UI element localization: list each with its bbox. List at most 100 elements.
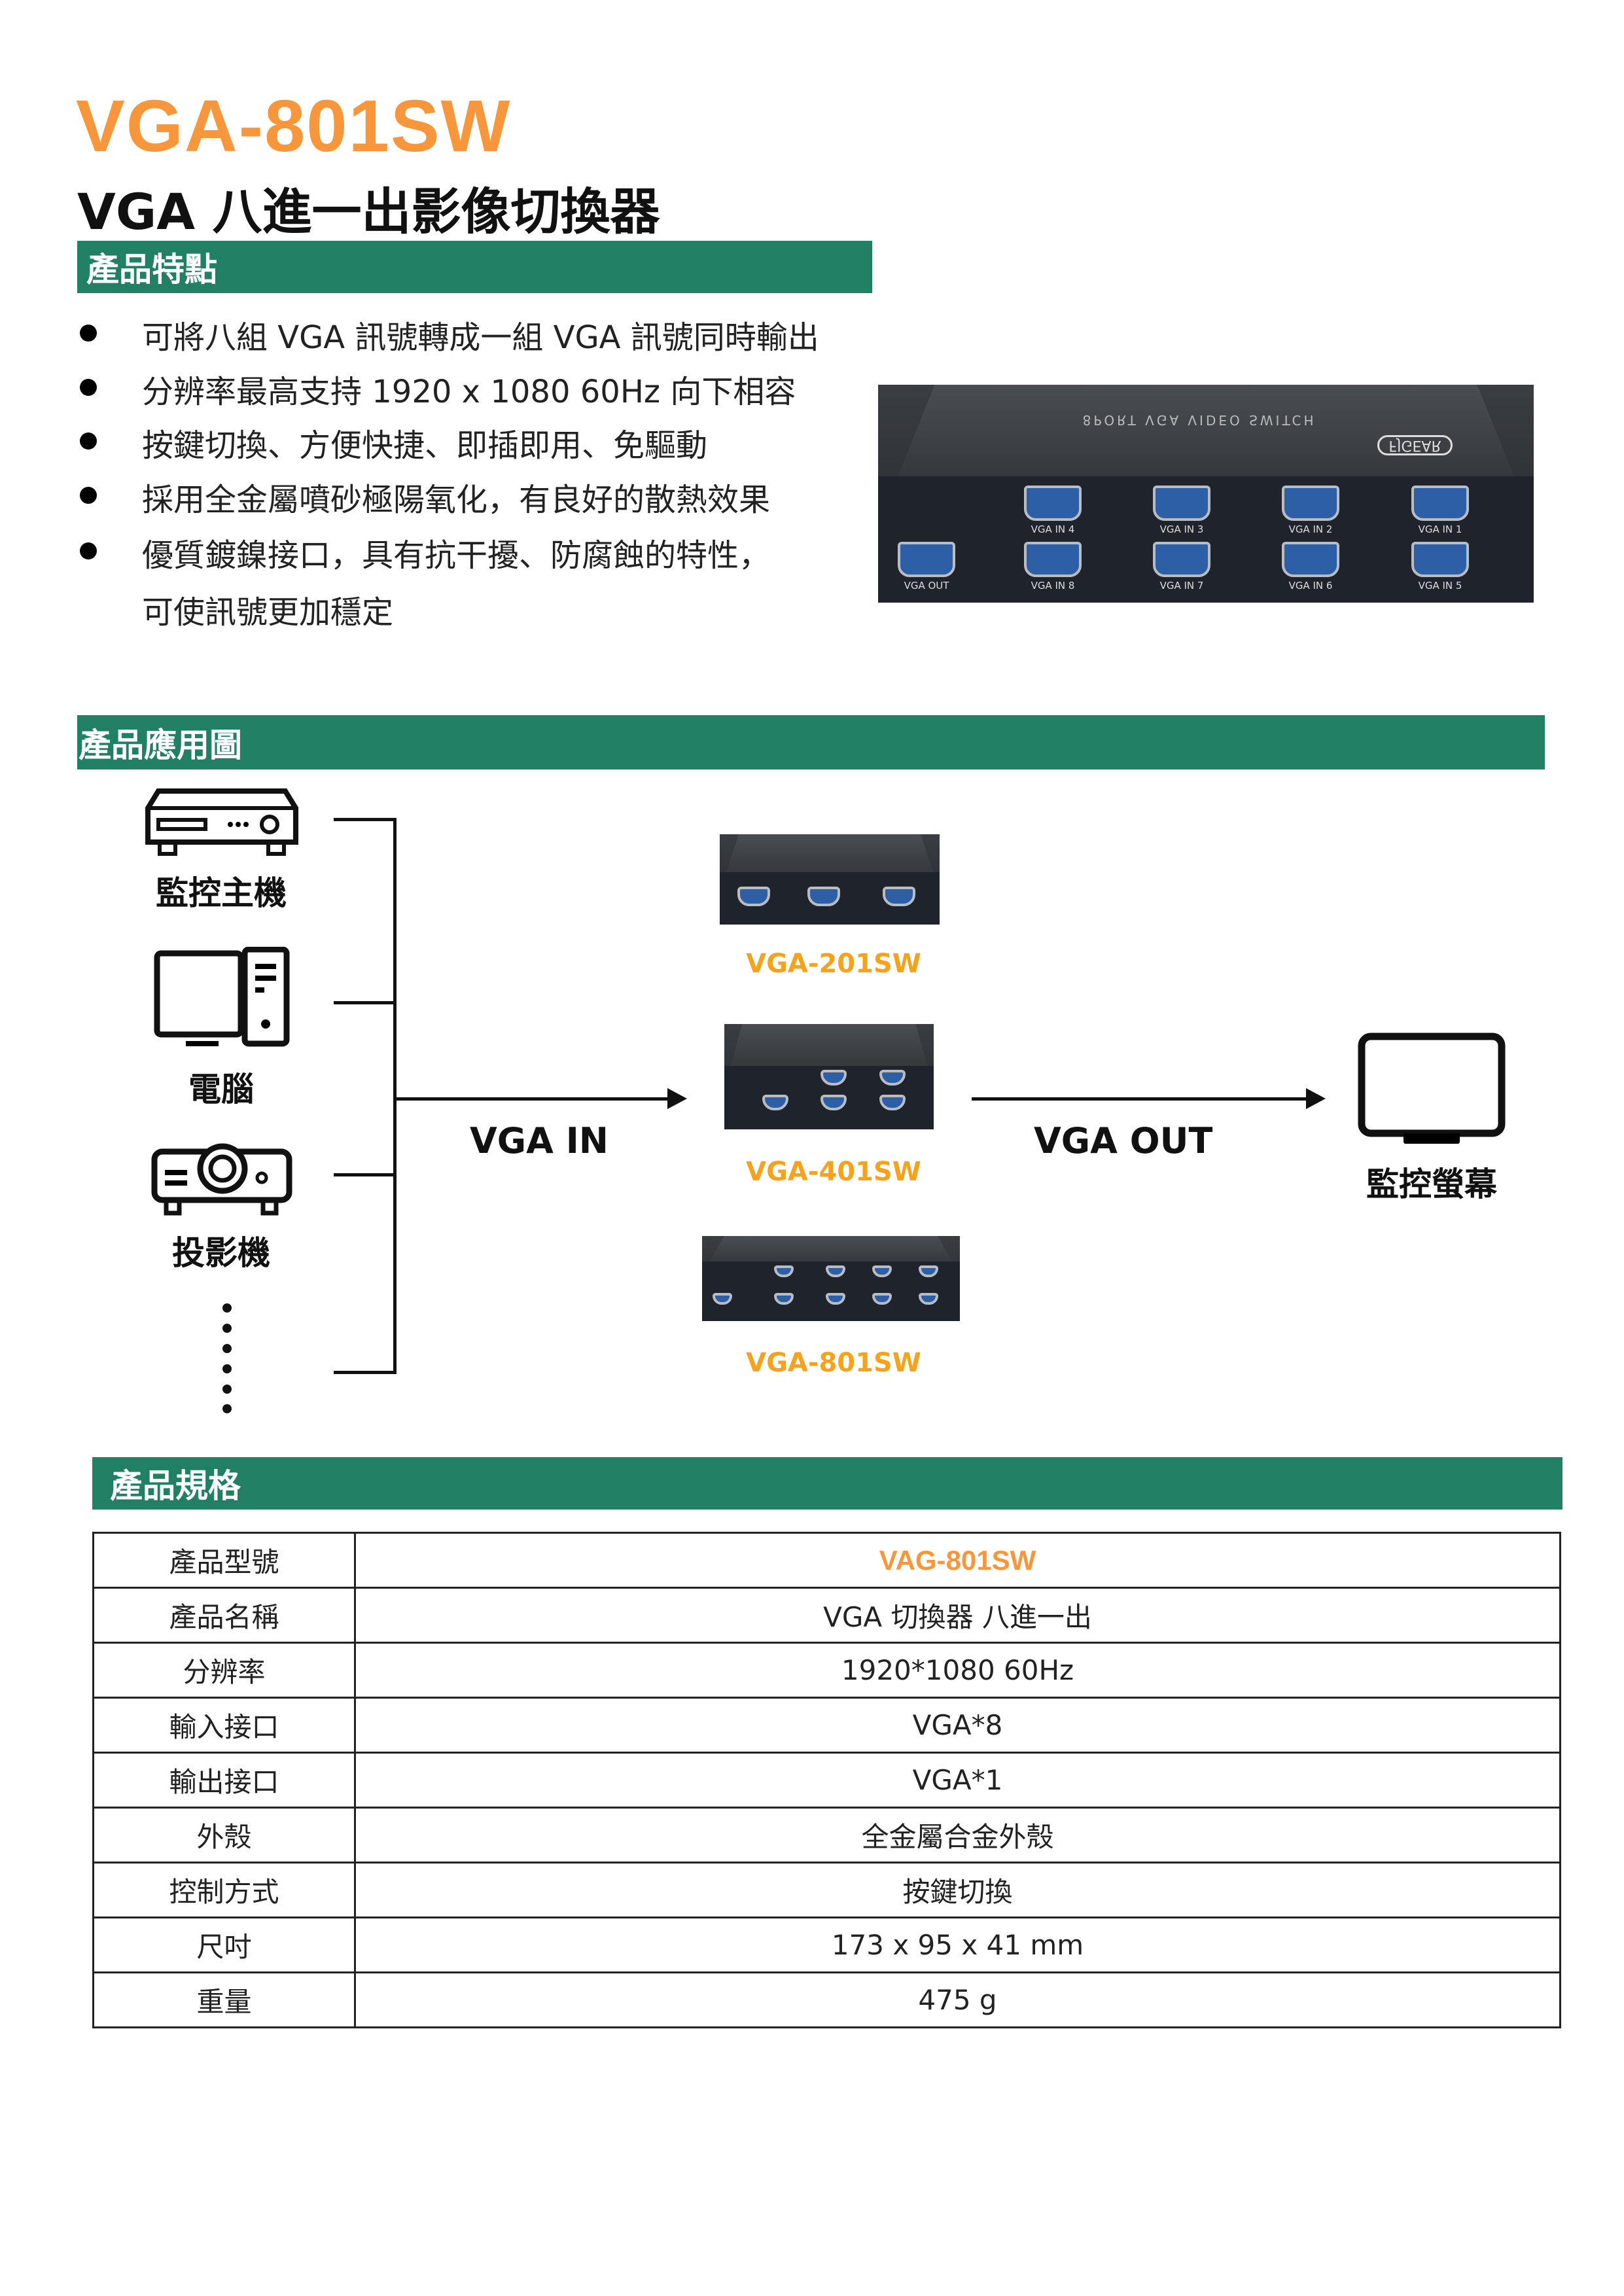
arrow-head-icon (667, 1088, 687, 1109)
vga-port-icon (1282, 541, 1339, 577)
model-label-401sw: VGA-401SW (746, 1157, 921, 1187)
spec-value: 1920*1080 60Hz (354, 1642, 1561, 1699)
application-header: 產品應用圖 (77, 715, 1545, 769)
vga-port-icon (872, 1293, 892, 1305)
arrow-head-icon (1306, 1088, 1326, 1109)
features-title: 產品特點 (86, 251, 217, 289)
spec-key: 外殼 (92, 1807, 356, 1863)
application-title: 產品應用圖 (79, 726, 242, 764)
spec-key: 控制方式 (92, 1862, 356, 1918)
vga-port-icon (918, 1293, 938, 1305)
feature-item: 採用全金屬噴砂極陽氧化，有良好的散熱效果 (142, 482, 771, 518)
device-top-text: 8PORT VGA VIDEO SWITCH (1082, 412, 1316, 428)
vga-port-icon (872, 1265, 892, 1277)
vga-port-icon (918, 1265, 938, 1277)
spec-value: 按鍵切換 (354, 1862, 1561, 1918)
vga-in-arrow (395, 1097, 670, 1101)
spec-key: 輸入接口 (92, 1697, 356, 1754)
feature-item: 分辨率最高支持 1920 x 1080 60Hz 向下相容 (142, 374, 796, 410)
vga-out-label: VGA OUT (1034, 1120, 1213, 1161)
vga-port-icon (826, 1293, 846, 1305)
bullet-icon (80, 542, 97, 559)
port-label: VGA IN 3 (1159, 523, 1204, 535)
spec-key: 輸出接口 (92, 1752, 356, 1809)
computer-icon (154, 947, 290, 1047)
vga-port-icon (1024, 541, 1082, 577)
feature-item-continuation: 可使訊號更加穩定 (142, 594, 394, 631)
projector-icon (151, 1143, 292, 1216)
vga-port-icon (774, 1265, 794, 1277)
vga-port-icon (1024, 485, 1082, 521)
dvr-icon (145, 788, 298, 856)
feature-item: 優質鍍鎳接口，具有抗干擾、防腐蝕的特性， (142, 537, 771, 574)
spec-value: VAG-801SW (354, 1532, 1561, 1589)
vga-port-icon (712, 1293, 732, 1305)
vga-port-icon (821, 1095, 847, 1111)
vga-port-icon (774, 1293, 794, 1305)
vga-port-icon (737, 886, 770, 906)
spec-value: VGA*1 (354, 1752, 1561, 1809)
source-label-projector: 投影機 (172, 1234, 270, 1272)
spec-value: VGA*8 (354, 1697, 1561, 1754)
vga-port-icon (762, 1095, 788, 1111)
vga-port-icon (879, 1070, 906, 1086)
product-image: 8PORT VGA VIDEO SWITCH FJGEAR VGA IN 4 VG… (878, 385, 1534, 603)
spec-value: 173 x 95 x 41 mm (354, 1916, 1561, 1973)
port-label: VGA IN 1 (1418, 523, 1462, 535)
vga-in-label: VGA IN (470, 1120, 609, 1161)
vga-port-icon (898, 541, 955, 577)
bullet-icon (80, 433, 97, 450)
specs-title: 產品規格 (110, 1467, 241, 1505)
specs-header: 產品規格 (92, 1457, 1562, 1510)
table-row: 外殼全金屬合金外殼 (92, 1807, 1561, 1863)
features-header: 產品特點 (77, 241, 872, 293)
spec-value: 全金屬合金外殼 (354, 1807, 1561, 1863)
port-label: VGA IN 8 (1031, 579, 1075, 592)
bullet-icon (80, 487, 97, 504)
port-label: VGA IN 5 (1418, 579, 1462, 592)
vga-port-icon (1411, 541, 1469, 577)
vga-port-icon (1411, 485, 1469, 521)
spec-value: VGA 切換器 八進一出 (354, 1587, 1561, 1644)
bullet-icon (80, 379, 97, 396)
model-label-801sw: VGA-801SW (746, 1348, 921, 1378)
source-label-dvr: 監控主機 (156, 874, 287, 912)
vga-801sw-image (702, 1236, 960, 1321)
vga-401sw-image (724, 1024, 934, 1129)
spec-key: 重量 (92, 1971, 356, 2028)
model-label-201sw: VGA-201SW (746, 949, 921, 979)
vga-port-icon (879, 1095, 906, 1111)
port-label: VGA IN 6 (1288, 579, 1333, 592)
vga-port-icon (807, 886, 841, 906)
spec-key: 產品型號 (92, 1532, 356, 1589)
port-label: VGA IN 7 (1159, 579, 1204, 592)
vga-port-icon (826, 1265, 846, 1277)
vga-port-icon (1282, 485, 1339, 521)
spec-key: 產品名稱 (92, 1587, 356, 1644)
spec-key: 尺吋 (92, 1916, 356, 1973)
feature-item: 可將八組 VGA 訊號轉成一組 VGA 訊號同時輸出 (142, 319, 819, 356)
port-label: VGA OUT (904, 579, 949, 592)
vga-port-icon (882, 886, 915, 906)
vga-port-icon (821, 1070, 847, 1086)
feature-item: 按鍵切換、方便快捷、即插即用、免驅動 (142, 427, 708, 464)
product-model-title: VGA-801SW (76, 85, 512, 167)
vga-out-arrow (972, 1097, 1309, 1101)
port-label: VGA IN 4 (1031, 523, 1075, 535)
brand-logo: FJGEAR (1377, 434, 1453, 455)
monitor-icon (1358, 1033, 1506, 1144)
spec-key: 分辨率 (92, 1642, 356, 1699)
source-label-computer: 電腦 (188, 1070, 254, 1108)
bullet-icon (80, 325, 97, 342)
vga-port-icon (1153, 541, 1210, 577)
display-label: 監控螢幕 (1366, 1165, 1497, 1203)
